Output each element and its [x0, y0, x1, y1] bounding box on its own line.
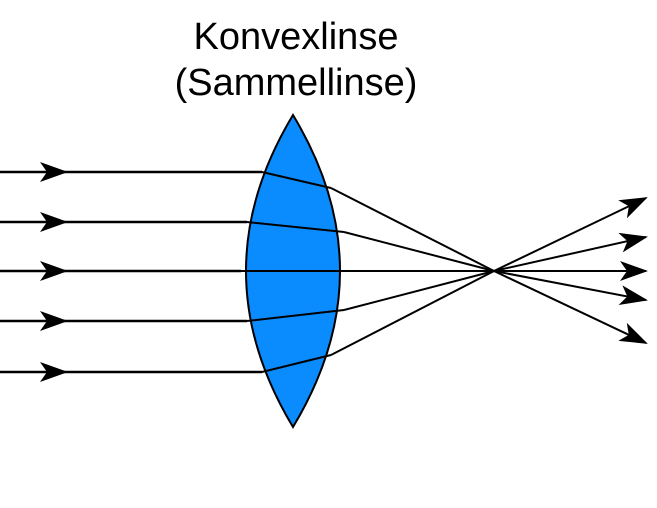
- inner-ray-2: [246, 221, 345, 233]
- diverging-ray-2: [493, 232, 648, 272]
- converging-ray-5: [330, 270, 495, 356]
- arrow-icon: [40, 311, 68, 331]
- incoming-arrows: [40, 162, 68, 382]
- converging-ray-1: [330, 187, 495, 272]
- converging-ray-2: [343, 231, 495, 272]
- refracted-rays-inside: [241, 171, 346, 373]
- diverging-rays: [493, 197, 648, 344]
- converging-ray-4: [343, 270, 495, 311]
- inner-ray-5: [261, 354, 332, 373]
- diverging-ray-4: [493, 270, 648, 305]
- arrow-icon: [40, 362, 68, 382]
- incoming-rays: [0, 170, 262, 374]
- converging-rays: [330, 187, 495, 356]
- inner-ray-4: [246, 309, 345, 322]
- diagram-title: Konvexlinse (Sammellinse): [0, 14, 592, 106]
- arrow-icon: [40, 162, 68, 182]
- diverging-ray-5: [493, 270, 648, 344]
- title-line-2: (Sammellinse): [174, 62, 418, 104]
- diverging-ray-1: [493, 197, 648, 272]
- arrow-icon: [40, 212, 68, 232]
- inner-ray-1: [261, 171, 332, 189]
- title-line-1: Konvexlinse: [193, 16, 399, 58]
- arrow-icon: [40, 261, 68, 281]
